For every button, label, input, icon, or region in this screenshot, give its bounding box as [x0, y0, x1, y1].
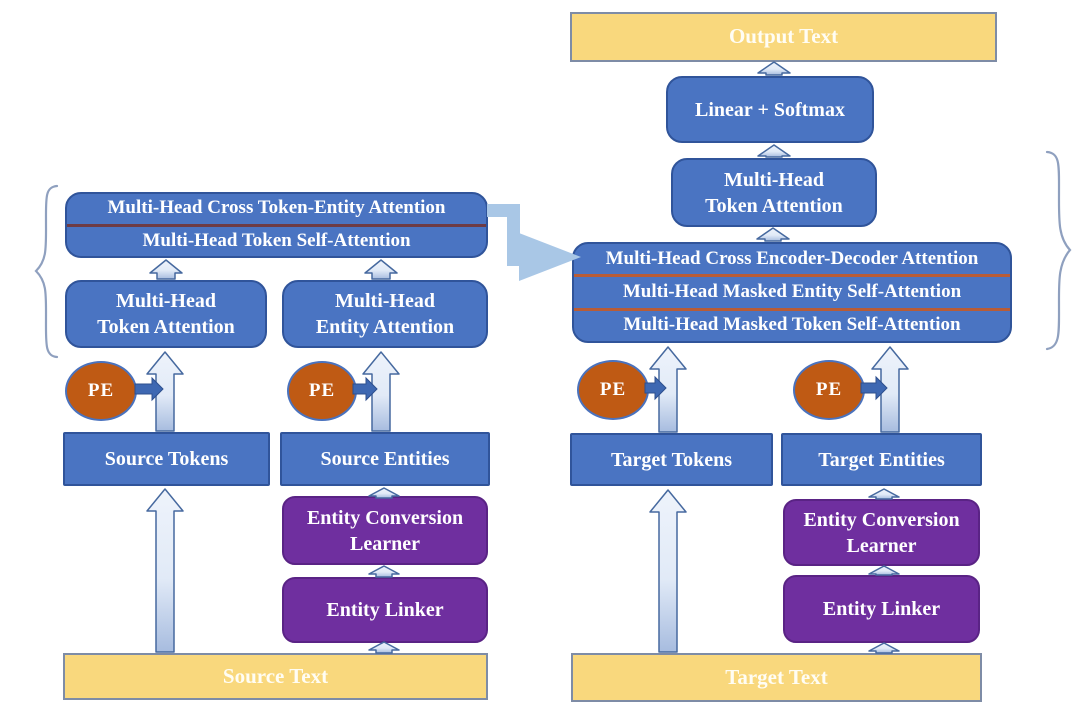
entity-conversion-line1: Entity Conversion [306, 506, 464, 529]
decoder-entity-linker: Entity Linker [783, 575, 980, 643]
decoder-stack-row-masked-entity: Multi-Head Masked Entity Self-Attention [622, 281, 962, 303]
arrow-conversion-learner-to-target-entities [868, 488, 900, 500]
pe-label: PE [308, 380, 336, 401]
target-tokens-label: Target Tokens [611, 448, 732, 471]
encoder-entity-conversion-learner: Entity Conversion Learner [282, 496, 488, 565]
source-entities-label: Source Entities [320, 448, 450, 470]
encoder-stack-row-cross-token-entity: Multi-Head Cross Token-Entity Attention [107, 197, 446, 219]
encoder-entity-attention-line1: Multi-Head [335, 290, 435, 312]
entity-conversion-line2: Learner [350, 532, 420, 555]
right-brace [1045, 150, 1072, 351]
entity-linker-label: Entity Linker [822, 598, 941, 620]
positional-encoding-target-tokens: PE [577, 360, 649, 420]
entity-linker-label: Entity Linker [326, 599, 444, 621]
output-text-box: Output Text [570, 12, 997, 62]
entity-conversion-line2: Learner [846, 534, 917, 557]
entity-conversion-line1: Entity Conversion [803, 508, 960, 531]
decoder-token-attention-line2: Token Attention [705, 194, 843, 217]
decoder-multi-head-token-attention: Multi-Head Token Attention [671, 158, 877, 227]
left-brace [34, 184, 59, 359]
decoder-stack-divider-1 [574, 274, 1010, 278]
source-entities-box: Source Entities [280, 432, 490, 486]
encoder-token-attention-line1: Multi-Head [116, 290, 216, 312]
arrow-target-entities-to-decoder-stack [871, 346, 909, 433]
output-text-label: Output Text [728, 24, 839, 49]
arrow-target-tokens-to-decoder-stack [649, 346, 687, 433]
decoder-token-attention-line1: Multi-Head [724, 168, 824, 191]
decoder-stack-row-cross-encoder-decoder: Multi-Head Cross Encoder-Decoder Attenti… [605, 247, 979, 269]
pe-label: PE [815, 379, 843, 400]
arrow-target-text-to-target-tokens [649, 489, 687, 653]
target-tokens-box: Target Tokens [570, 433, 773, 486]
encoder-token-attention-line2: Token Attention [97, 316, 235, 338]
arrow-source-tokens-to-token-attention [146, 351, 184, 432]
positional-encoding-source-entities: PE [287, 361, 357, 421]
encoder-stack-divider [67, 223, 486, 227]
source-tokens-box: Source Tokens [63, 432, 270, 486]
arrow-entity-attention-to-encoder-stack [364, 259, 398, 280]
decoder-stack-row-masked-token: Multi-Head Masked Token Self-Attention [623, 314, 961, 336]
decoder-entity-conversion-learner: Entity Conversion Learner [783, 499, 980, 566]
arrow-target-text-to-entity-linker [868, 642, 900, 654]
encoder-multi-head-token-attention: Multi-Head Token Attention [65, 280, 267, 348]
target-entities-label: Target Entities [818, 448, 945, 471]
decoder-stack-divider-2 [574, 307, 1010, 311]
arrow-token-attention-to-linear-softmax [757, 144, 791, 158]
arrow-source-text-to-entity-linker [368, 641, 400, 654]
source-text-label: Source Text [222, 663, 329, 688]
arrow-entity-linker-to-conversion-learner [368, 565, 400, 578]
encoder-stack-row-token-self-attention: Multi-Head Token Self-Attention [142, 229, 411, 251]
encoder-to-decoder-connector [487, 204, 581, 281]
pe-label: PE [87, 380, 115, 401]
decoder-attention-stack: Multi-Head Cross Encoder-Decoder Attenti… [572, 242, 1012, 343]
source-text-box: Source Text [63, 653, 488, 700]
arrow-token-attention-to-encoder-stack [149, 259, 183, 280]
arrow-source-text-to-source-tokens [146, 488, 184, 653]
linear-softmax-label: Linear + Softmax [695, 98, 845, 121]
source-tokens-label: Source Tokens [104, 448, 229, 470]
encoder-entity-attention-line2: Entity Attention [315, 316, 455, 338]
arrow-entity-linker-to-conversion-learner-right [868, 565, 900, 576]
pe-label: PE [599, 379, 627, 400]
encoder-multi-head-entity-attention: Multi-Head Entity Attention [282, 280, 488, 348]
encoder-entity-linker: Entity Linker [282, 577, 488, 643]
positional-encoding-target-entities: PE [793, 360, 865, 420]
arrow-source-entities-to-entity-attention [362, 351, 400, 432]
arrow-decoder-stack-to-token-attention [756, 227, 790, 242]
arrow-linear-softmax-to-output-text [757, 61, 791, 76]
target-entities-box: Target Entities [781, 433, 982, 486]
target-text-label: Target Text [725, 664, 828, 689]
linear-softmax-box: Linear + Softmax [666, 76, 874, 143]
positional-encoding-source-tokens: PE [65, 361, 137, 421]
target-text-box: Target Text [571, 653, 982, 702]
pe-arrow-source-tokens [134, 376, 164, 402]
encoder-attention-stack: Multi-Head Cross Token-Entity Attention … [65, 192, 488, 258]
